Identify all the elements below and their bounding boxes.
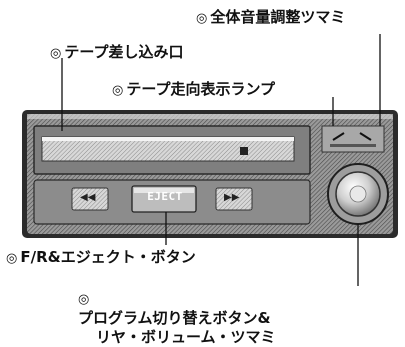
device-illustration	[22, 34, 398, 286]
callout-volume-knob-text: 全体音量調整ツマミ	[210, 8, 346, 26]
lamp-right-icon	[359, 132, 372, 141]
callout-program-line1: ◎プログラム切り替えボタン&	[78, 292, 271, 327]
volume-knob[interactable]	[327, 163, 389, 225]
bullet-icon: ◎	[6, 251, 18, 266]
rewind-icon: ◀◀	[80, 192, 96, 203]
bullet-icon: ◎	[196, 11, 208, 26]
fast-forward-button[interactable]	[215, 187, 253, 211]
bullet-icon: ◎	[112, 83, 124, 98]
callout-eject-button-text: F/R&エジェクト・ボタン	[20, 248, 196, 266]
direction-lamp-panel	[321, 125, 385, 153]
callout-direction-lamp-text: テープ走向表示ランプ	[126, 80, 275, 98]
tape-slot-marker	[240, 147, 248, 155]
callout-program-button: ◎プログラム切り替えボタン& リヤ・ボリューム・ツマミ	[78, 290, 276, 347]
rewind-button[interactable]	[71, 187, 109, 211]
callout-tape-slot: ◎テープ差し込み口	[50, 43, 183, 63]
bullet-icon: ◎	[78, 292, 90, 307]
eject-label: EJECT	[147, 190, 183, 203]
callout-volume-knob: ◎全体音量調整ツマミ	[196, 8, 345, 28]
callout-eject-button: ◎F/R&エジェクト・ボタン	[6, 248, 196, 268]
leader-lines	[61, 34, 381, 286]
diagram: EJECT ◀◀ ▶▶ ◎全体音量調整ツマミ ◎テープ差し込み口 ◎テープ走向表…	[6, 8, 398, 346]
callout-tape-slot-text: テープ差し込み口	[64, 43, 184, 61]
fast-forward-icon: ▶▶	[224, 192, 240, 203]
bullet-icon: ◎	[50, 46, 62, 61]
lamp-left-icon	[332, 132, 345, 141]
callout-program-line2: リヤ・ボリューム・ツマミ	[96, 328, 276, 346]
callout-direction-lamp: ◎テープ走向表示ランプ	[112, 80, 275, 100]
cassette-unit	[22, 110, 398, 238]
